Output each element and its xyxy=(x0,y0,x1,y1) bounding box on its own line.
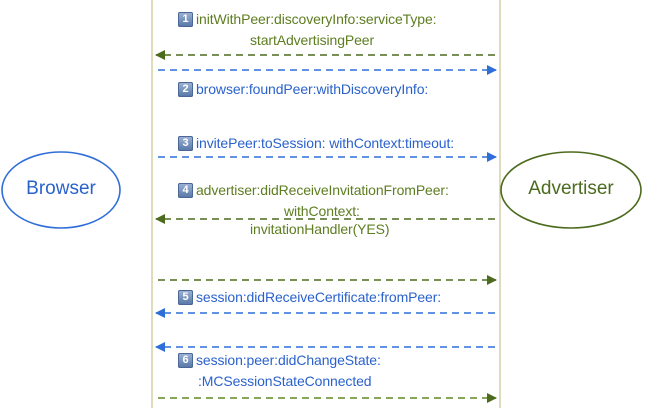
step-4-label: 4 advertiser:didReceiveInvitationFromPee… xyxy=(178,182,449,199)
step-6-line2: :MCSessionStateConnected xyxy=(198,373,372,389)
step-3-line1: invitePeer:toSession: withContext:timeou… xyxy=(196,135,455,151)
step-1-label: 1 initWithPeer:discoveryInfo:serviceType… xyxy=(178,11,437,28)
step-4-line2: withContext: xyxy=(284,203,360,219)
step-1-line1: initWithPeer:discoveryInfo:serviceType: xyxy=(196,11,437,27)
step-4-line3: invitationHandler(YES) xyxy=(250,221,390,237)
step-3-label: 3 invitePeer:toSession: withContext:time… xyxy=(178,135,454,152)
step-6-badge: 6 xyxy=(178,353,193,368)
step-4-badge: 4 xyxy=(178,183,193,198)
step-3-badge: 3 xyxy=(178,136,193,151)
step-5-label: 5 session:didReceiveCertificate:fromPeer… xyxy=(178,289,441,306)
advertiser-label: Advertiser xyxy=(528,178,614,199)
step-2-badge: 2 xyxy=(178,82,193,97)
step-5-badge: 5 xyxy=(178,290,193,305)
step-1-line2: startAdvertisingPeer xyxy=(250,32,375,48)
browser-label: Browser xyxy=(26,178,96,199)
browser-node xyxy=(1,151,121,229)
advertiser-node xyxy=(500,151,642,229)
step-5-line1: session:didReceiveCertificate:fromPeer: xyxy=(196,289,442,305)
step-4-line1: advertiser:didReceiveInvitationFromPeer: xyxy=(196,182,449,198)
step-6-label: 6 session:peer:didChangeState: xyxy=(178,352,381,369)
step-6-line1: session:peer:didChangeState: xyxy=(196,352,381,368)
step-1-badge: 1 xyxy=(178,12,193,27)
step-2-line1: browser:foundPeer:withDiscoveryInfo: xyxy=(196,81,429,97)
step-2-label: 2 browser:foundPeer:withDiscoveryInfo: xyxy=(178,81,428,98)
